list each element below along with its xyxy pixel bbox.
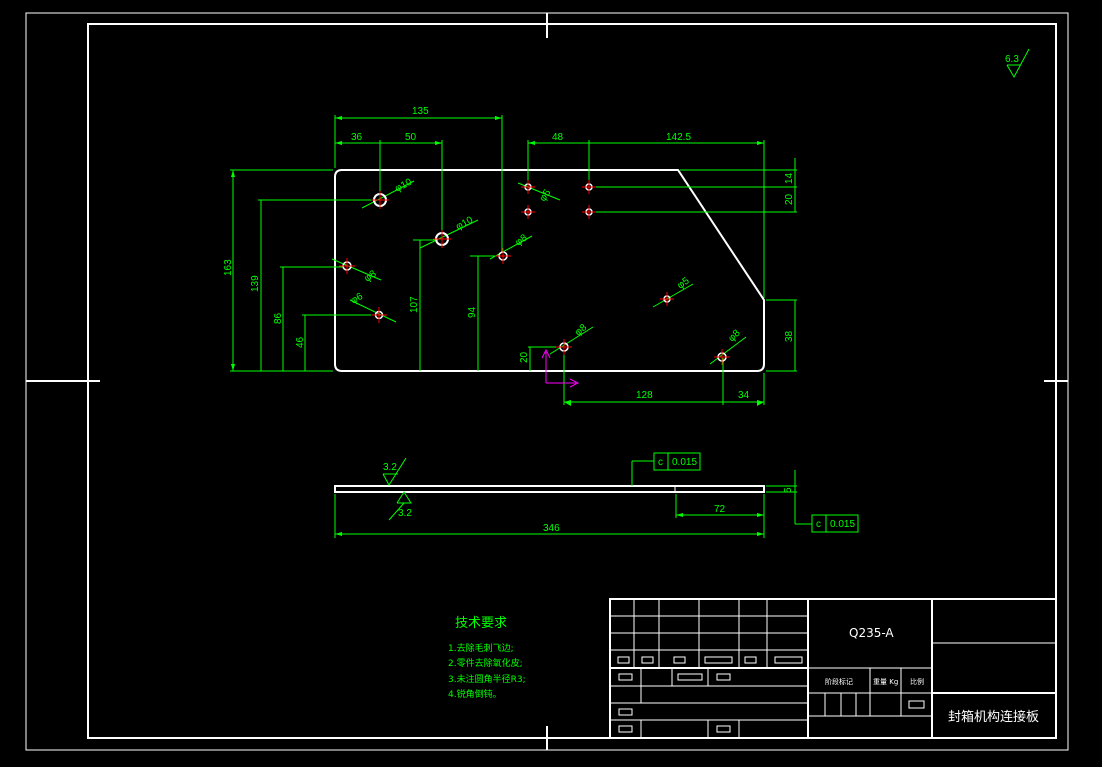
dim-142-5: 142.5 [666, 132, 691, 143]
dim-94: 94 [467, 306, 478, 318]
dim-36: 36 [351, 132, 363, 143]
hole-8 [556, 339, 572, 355]
requirement-1: 1.去除毛刺飞边; [448, 642, 514, 654]
hole-label-3: φ5 [537, 187, 553, 204]
svg-text:0.015: 0.015 [672, 457, 697, 468]
stage-label: 阶段标记 [825, 677, 853, 686]
hole-3c [521, 205, 535, 219]
side-view-dims [334, 457, 812, 538]
hole-3 [521, 180, 535, 194]
hole-1 [371, 191, 389, 209]
roughness-side-bottom: 3.2 [398, 508, 412, 519]
hole-2 [433, 230, 451, 248]
roughness-symbol-top-right [1006, 48, 1030, 79]
centering-marks [26, 13, 1068, 750]
material-label: Q235-A [849, 626, 894, 640]
requirement-4: 4.锐角倒钝。 [448, 688, 502, 700]
requirement-3: 3.未注圆角半径R3; [448, 673, 526, 685]
hole-5 [339, 258, 355, 274]
dim-72: 72 [714, 504, 726, 515]
hole-label-7: φ5 [675, 275, 692, 291]
hole-3b [582, 180, 596, 194]
tolerance-frame-right: c 0.015 [811, 514, 859, 533]
hole-9 [714, 349, 730, 365]
plan-dimension-lines [230, 115, 797, 405]
svg-text:c: c [816, 519, 821, 530]
outer-frame [25, 12, 1069, 751]
dim-20-right: 20 [784, 193, 795, 205]
dim-86: 86 [273, 312, 284, 324]
hole-7 [660, 292, 674, 306]
side-dim-arrows [335, 513, 764, 536]
side-view [334, 485, 765, 493]
requirements-title: 技术要求 [455, 616, 507, 631]
hole-label-1: φ10 [393, 176, 414, 194]
svg-text:0.015: 0.015 [830, 519, 855, 530]
hole-label-5: φ8 [362, 268, 379, 284]
hole-label-4: φ8 [513, 232, 530, 248]
dim-thickness: 5 [783, 487, 794, 493]
dim-346: 346 [543, 523, 560, 534]
svg-text:c: c [658, 457, 663, 468]
hole-label-8: φ8 [573, 322, 590, 338]
dim-107: 107 [409, 296, 420, 313]
dim-128: 128 [636, 390, 653, 401]
hole-3d [582, 205, 596, 219]
title-block [609, 598, 1057, 739]
dimension-arrows [231, 116, 764, 406]
dim-38: 38 [784, 330, 795, 342]
roughness-side-top: 3.2 [383, 462, 397, 473]
dim-48: 48 [552, 132, 564, 143]
dim-34: 34 [738, 390, 750, 401]
plate-outline [334, 169, 765, 372]
dim-14: 14 [784, 172, 795, 184]
part-name: 封箱机构连接板 [948, 709, 1039, 725]
holes [339, 180, 730, 365]
hole-6 [371, 307, 387, 323]
inner-frame [87, 23, 1057, 739]
ucs-icon [541, 348, 580, 388]
dim-46: 46 [295, 336, 306, 348]
weight-label: 重量 Kg [873, 678, 898, 686]
dim-163: 163 [223, 259, 234, 276]
dim-20-left: 20 [519, 351, 530, 363]
hole-label-6: φ6 [349, 291, 365, 307]
dim-139: 139 [250, 275, 261, 292]
scale-label: 比例 [910, 677, 924, 686]
requirement-2: 2.零件去除氧化皮; [448, 657, 523, 669]
hole-4 [495, 248, 511, 264]
roughness-value-top-right: 6.3 [1005, 54, 1019, 65]
tolerance-frame-top: c 0.015 [653, 452, 701, 471]
dim-135: 135 [412, 106, 429, 117]
hole-label-2: φ10 [454, 214, 475, 232]
dim-50: 50 [405, 132, 417, 143]
